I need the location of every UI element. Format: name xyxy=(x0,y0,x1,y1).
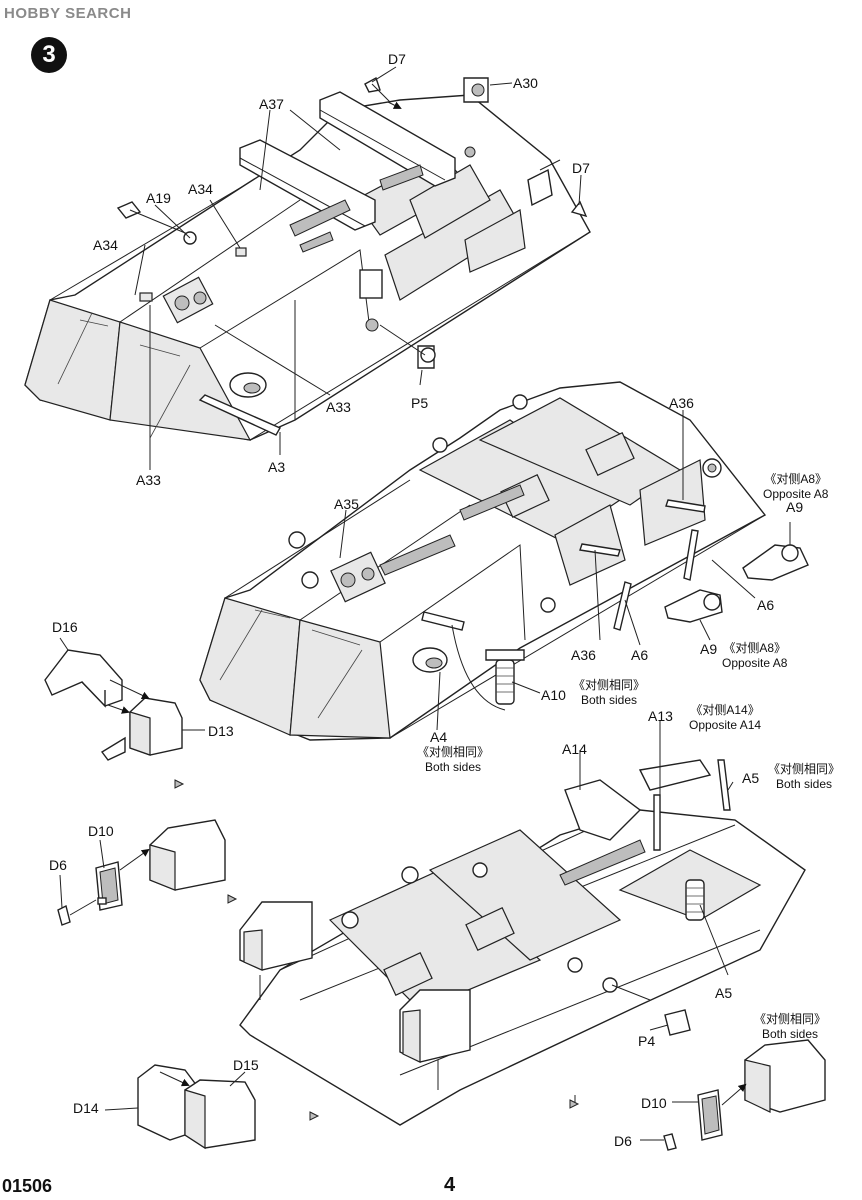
label-d15: D15 xyxy=(233,1057,259,1073)
hull-middle xyxy=(199,381,809,741)
part-a19 xyxy=(116,201,142,219)
label-d16: D16 xyxy=(52,619,78,635)
label-a6-bottom: A6 xyxy=(631,647,649,663)
note-a4-both-sides: 《对侧相同》 Both sides xyxy=(417,745,489,775)
note-en: Opposite A14 xyxy=(689,718,762,732)
note-opposite-a8-top: 《对侧A8》 Opposite A8 xyxy=(763,472,828,502)
label-a9-top: A9 xyxy=(786,499,804,515)
hull-top xyxy=(24,66,591,470)
label-d10-right: D10 xyxy=(641,1095,667,1111)
label-d7-top: D7 xyxy=(388,51,406,67)
note-en: Both sides xyxy=(424,760,482,774)
note-opposite-a14: 《对侧A14》 Opposite A14 xyxy=(689,703,761,733)
note-a10-both-sides: 《对侧相同》 Both sides xyxy=(573,678,645,708)
label-a30: A30 xyxy=(513,75,538,91)
part-p4 xyxy=(664,1009,691,1036)
part-d7-right xyxy=(570,200,588,218)
label-p4: P4 xyxy=(638,1033,656,1049)
note-d10-both-sides: 《对侧相同》 Both sides xyxy=(754,1012,826,1042)
note-en: Both sides xyxy=(775,777,833,791)
label-a3: A3 xyxy=(268,459,286,475)
label-a36-top: A36 xyxy=(669,395,694,411)
detail-d10-d6-left xyxy=(57,819,226,926)
label-a10: A10 xyxy=(541,687,566,703)
label-a35: A35 xyxy=(334,496,359,512)
label-a5-bottom: A5 xyxy=(715,985,733,1001)
label-a9-bottom: A9 xyxy=(700,641,718,657)
note-cn: 《对侧相同》 xyxy=(768,762,841,776)
note-en: Opposite A8 xyxy=(722,656,788,670)
note-cn: 《对侧相同》 xyxy=(573,678,646,692)
label-a34-top: A34 xyxy=(188,181,213,197)
detail-d15-d14 xyxy=(104,1064,256,1150)
label-a13: A13 xyxy=(648,708,673,724)
note-cn: 《对侧A8》 xyxy=(764,472,828,486)
part-a14 xyxy=(564,779,642,841)
note-opposite-a8-bottom: 《对侧A8》 Opposite A8 xyxy=(722,641,787,671)
part-a3 xyxy=(198,394,281,436)
label-a34-left: A34 xyxy=(93,237,118,253)
label-d7-right: D7 xyxy=(572,160,590,176)
part-a13 xyxy=(638,759,712,791)
label-a33-right: A33 xyxy=(326,399,351,415)
label-p5: P5 xyxy=(411,395,429,411)
label-a37: A37 xyxy=(259,96,284,112)
note-cn: 《对侧相同》 xyxy=(417,745,490,759)
note-en: Both sides xyxy=(761,1027,819,1041)
label-a4: A4 xyxy=(430,729,448,745)
note-en: Opposite A8 xyxy=(763,487,829,501)
note-a5-both-sides: 《对侧相同》 Both sides xyxy=(768,762,840,792)
label-a19: A19 xyxy=(146,190,171,206)
note-cn: 《对侧A8》 xyxy=(723,641,787,655)
note-cn: 《对侧相同》 xyxy=(754,1012,827,1026)
label-d6-right: D6 xyxy=(614,1133,632,1149)
label-a5-top: A5 xyxy=(742,770,760,786)
note-en: Both sides xyxy=(580,693,638,707)
label-a36-bottom: A36 xyxy=(571,647,596,663)
label-d6-left: D6 xyxy=(49,857,67,873)
watermark: HOBBY SEARCH xyxy=(4,5,132,22)
detail-d16-d13 xyxy=(44,637,205,761)
note-cn: 《对侧A14》 xyxy=(690,703,760,717)
label-a14: A14 xyxy=(562,741,587,757)
page-number: 4 xyxy=(444,1174,456,1196)
label-a33-bottom: A33 xyxy=(136,472,161,488)
step-number-badge: 3 xyxy=(31,37,67,73)
hull-bottom xyxy=(239,720,806,1126)
label-d13: D13 xyxy=(208,723,234,739)
kit-number: 01506 xyxy=(2,1176,53,1196)
label-d14: D14 xyxy=(73,1100,99,1116)
label-d10-left: D10 xyxy=(88,823,114,839)
label-a6-right: A6 xyxy=(757,597,775,613)
detail-d10-d6-right xyxy=(640,1039,826,1151)
